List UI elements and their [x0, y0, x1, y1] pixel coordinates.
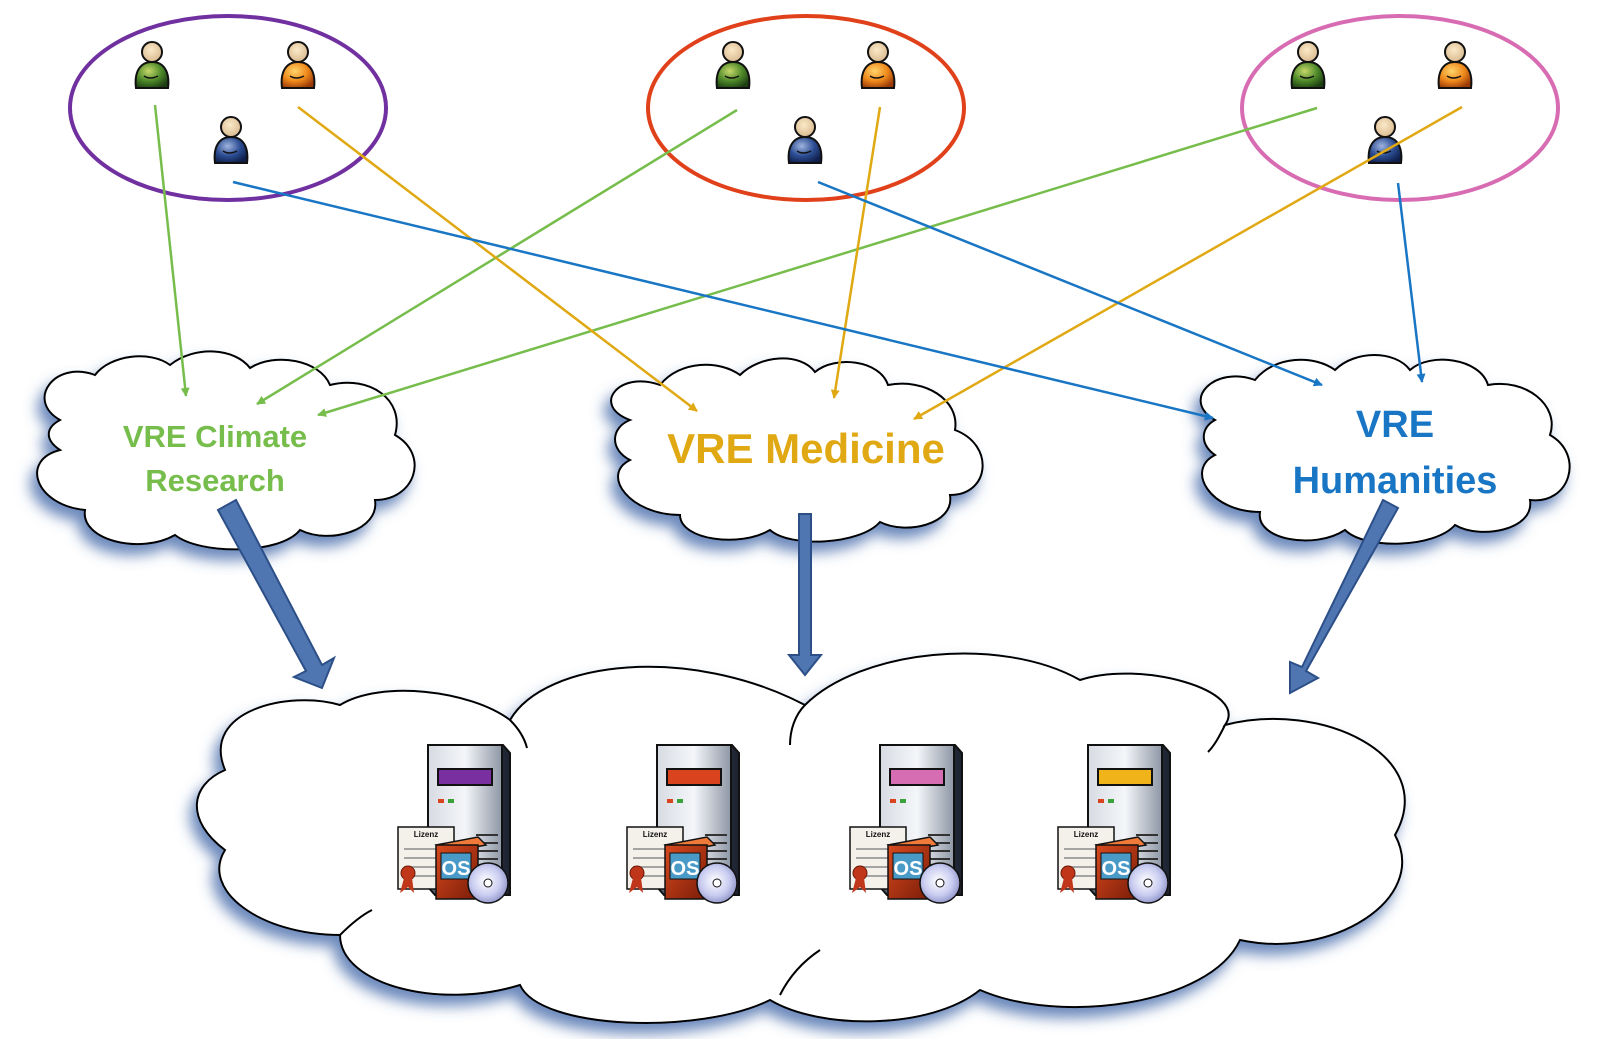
vre-cloud-climate: VRE Climate Research — [36, 350, 416, 551]
vre-humanities-line2: Humanities — [1293, 460, 1498, 502]
os-label: OS — [671, 858, 700, 880]
os-label: OS — [894, 858, 923, 880]
infra-arrow-climate — [216, 498, 337, 690]
arrow-green-g1-climate — [153, 104, 190, 397]
server-drive-bay — [437, 768, 493, 786]
person-blue-icon — [787, 116, 823, 164]
vre-climate-line2: Research — [145, 463, 285, 498]
arrow-gold-g2-medicine — [830, 106, 882, 399]
person-orange-icon — [280, 41, 316, 89]
membership-arrows — [153, 104, 1463, 421]
arrow-blue-g2-humanities — [817, 180, 1323, 387]
arrow-green-g3-climate — [317, 106, 1318, 417]
arrow-blue-g1-humanities — [232, 180, 1214, 421]
os-label: OS — [1102, 858, 1131, 880]
os-label: OS — [442, 858, 471, 880]
vre-medicine-line1: VRE Medicine — [667, 425, 945, 472]
infrastructure-arrows — [216, 498, 1400, 695]
person-blue-icon — [213, 116, 249, 164]
server-drive-bay — [666, 768, 722, 786]
license-label: Lizenz — [866, 830, 890, 839]
user-group-3 — [1240, 14, 1560, 202]
arrow-green-g2-climate — [256, 108, 738, 406]
license-label: Lizenz — [643, 830, 667, 839]
arrow-gold-g1-medicine — [297, 106, 698, 412]
arrow-blue-g3-humanities — [1396, 182, 1426, 383]
server-drive-bay — [889, 768, 945, 786]
person-orange-icon — [860, 41, 896, 89]
person-green-icon — [715, 41, 751, 89]
person-green-icon — [1290, 41, 1326, 89]
user-group-1 — [68, 14, 388, 202]
vre-humanities-line1: VRE — [1356, 404, 1434, 446]
vre-cloud-medicine: VRE Medicine — [610, 357, 984, 543]
license-label: Lizenz — [414, 830, 438, 839]
user-group-2 — [646, 14, 966, 202]
infra-arrow-medicine — [786, 513, 824, 677]
person-orange-icon — [1437, 41, 1473, 89]
vre-cloud-humanities: VRE Humanities — [1199, 354, 1571, 545]
vre-climate-line1: VRE Climate — [123, 419, 307, 454]
server-drive-bay — [1097, 768, 1153, 786]
license-label: Lizenz — [1074, 830, 1098, 839]
infra-arrow-humanities — [1289, 498, 1400, 695]
person-green-icon — [134, 41, 170, 89]
